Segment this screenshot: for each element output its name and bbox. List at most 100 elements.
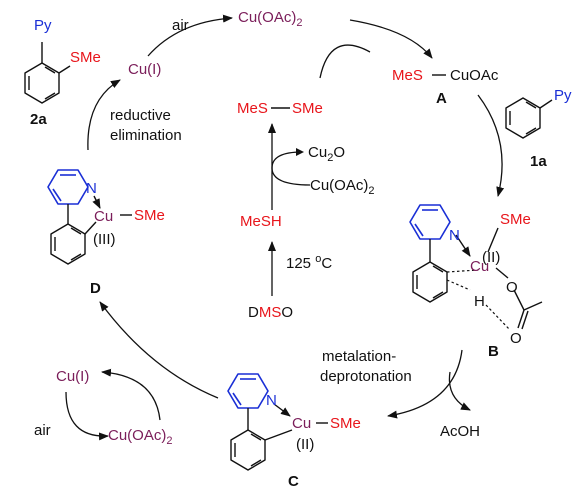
dimethyl-disulfide-sme-label: SMe [292, 100, 323, 117]
intermediate-a-label: A [436, 90, 447, 107]
n-to-copper-coordination [455, 234, 471, 257]
acoh-release-arrow [448, 371, 471, 411]
hydrogen-label: H [474, 293, 485, 310]
cu-s-bond [487, 227, 499, 253]
compound-1a-py-bond [539, 99, 553, 109]
intermediate-b-label: B [488, 343, 499, 360]
c-h-interaction-line [446, 279, 471, 291]
disulfide-to-a-arrow [319, 44, 371, 79]
py-substituent-label: Py [34, 17, 52, 34]
copper-center-label: Cu [94, 208, 113, 225]
copper-center-label: Cu [292, 415, 311, 432]
copper-i-label: Cu(I) [128, 61, 161, 78]
oxidation-state-ii-label: (II) [482, 249, 500, 266]
product-2a-structure [24, 42, 71, 104]
carbonyl-oxygen-label: O [510, 330, 522, 347]
agostic-interaction-line [446, 269, 479, 273]
copper-center-label: Cu [470, 258, 489, 275]
dimethyl-disulfide-mes-label: MeS [237, 100, 268, 117]
intermediate-b-structure [409, 204, 543, 331]
product-2a-benzene-ring [24, 62, 60, 104]
pyridine-nitrogen-label: N [449, 227, 460, 244]
intermediate-b-benzene-ring [412, 261, 448, 303]
copper-acetate-label: Cu(OAc)2 [238, 9, 302, 29]
n-to-copper-coordination [92, 195, 101, 209]
bottom-reoxidation-arrow [65, 391, 109, 441]
cu-o-bond [495, 267, 509, 279]
benzene-double-bond [70, 253, 82, 261]
acetate-carbonyl-bond [517, 309, 525, 329]
reoxidation-arrow [147, 14, 233, 57]
acetate-oxygen-label: O [506, 279, 518, 296]
reduction-arrow [101, 368, 161, 421]
acetate-carbonyl-double-bond [521, 310, 529, 330]
product-2a-sme-bond [58, 65, 71, 74]
intermediate-b-sme-label: SMe [500, 211, 531, 228]
benzene-double-bond [250, 433, 262, 441]
acetate-methyl-bond [523, 301, 543, 311]
reductive-elimination-arrow [87, 79, 121, 151]
intermediate-b-pyridine-ring [409, 204, 451, 240]
metalation-label: metalation- [322, 348, 396, 365]
benzene-double-bond [432, 291, 444, 299]
pyridine-double-bond [52, 188, 62, 202]
benzene-double-bond [250, 459, 262, 467]
intermediate-d-pyridine-ring [47, 169, 89, 205]
cu2o-label: Cu2O [308, 144, 345, 164]
n-to-copper-coordination [273, 403, 291, 417]
copper-acetate-oxidant-label: Cu(OAc)2 [310, 177, 374, 197]
benzene-double-bond [70, 227, 82, 235]
pyridine-nitrogen-label: N [86, 180, 97, 197]
arrow-c-to-d [99, 301, 219, 399]
intermediate-c-sme-label: SMe [330, 415, 361, 432]
compound-1a-label: 1a [530, 153, 547, 170]
acetic-acid-label: AcOH [440, 423, 480, 440]
temperature-label: 125 oC [286, 253, 332, 272]
pyridine-nitrogen-label: N [266, 392, 277, 409]
compound-1a-double-bond [525, 127, 537, 135]
pyridine-double-bond [232, 392, 242, 406]
compound-1a-double-bond [525, 101, 537, 109]
benzene-double-bond [432, 265, 444, 273]
deprotonation-label: deprotonation [320, 368, 412, 385]
oxidation-state-ii-label: (II) [296, 436, 314, 453]
intermediate-d-structure [47, 169, 132, 265]
intermediate-a-cuoac-label: CuOAc [450, 67, 499, 84]
cu2o-formation-arrow [271, 151, 311, 186]
intermediate-c-structure [227, 373, 328, 471]
intermediate-c-pyridine-ring [227, 373, 269, 409]
air-bottom-label: air [34, 422, 51, 439]
sme-group-label: SMe [70, 49, 101, 66]
intermediate-a-mes-label: MeS [392, 67, 423, 84]
oxidation-state-iii-label: (III) [93, 231, 116, 248]
arrow-to-intermediate-a [349, 19, 433, 59]
intermediate-d-sme-label: SMe [134, 207, 165, 224]
aryl-copper-bond [84, 221, 97, 235]
copper-i-bottom-label: Cu(I) [56, 368, 89, 385]
dmso-label: DMSO [248, 304, 293, 321]
compound-1a-py-label: Py [554, 87, 572, 104]
arrow-to-intermediate-b [477, 94, 505, 197]
elimination-label: elimination [110, 127, 182, 144]
intermediate-c-label: C [288, 473, 299, 488]
metalation-arrow [387, 349, 463, 419]
methanethiol-label: MeSH [240, 213, 282, 230]
aryl-copper-bond [264, 429, 293, 441]
copper-acetate-bottom-label: Cu(OAc)2 [108, 427, 172, 447]
air-label: air [172, 17, 189, 34]
product-2a-double-bond [44, 92, 56, 100]
product-2a-double-bond [44, 66, 56, 74]
cu2o-arrow-head [296, 148, 304, 156]
intermediate-c-benzene-ring [230, 429, 266, 471]
intermediate-d-benzene-ring [50, 223, 86, 265]
reductive-label: reductive [110, 107, 171, 124]
compound-2a-label: 2a [30, 111, 47, 128]
acetate-bond [513, 289, 525, 311]
pyridine-double-bond [414, 223, 424, 237]
intermediate-d-label: D [90, 280, 101, 297]
hydrogen-bond-line [485, 304, 511, 331]
compound-1a-benzene-ring [505, 97, 541, 139]
compound-1a-structure [505, 97, 553, 139]
